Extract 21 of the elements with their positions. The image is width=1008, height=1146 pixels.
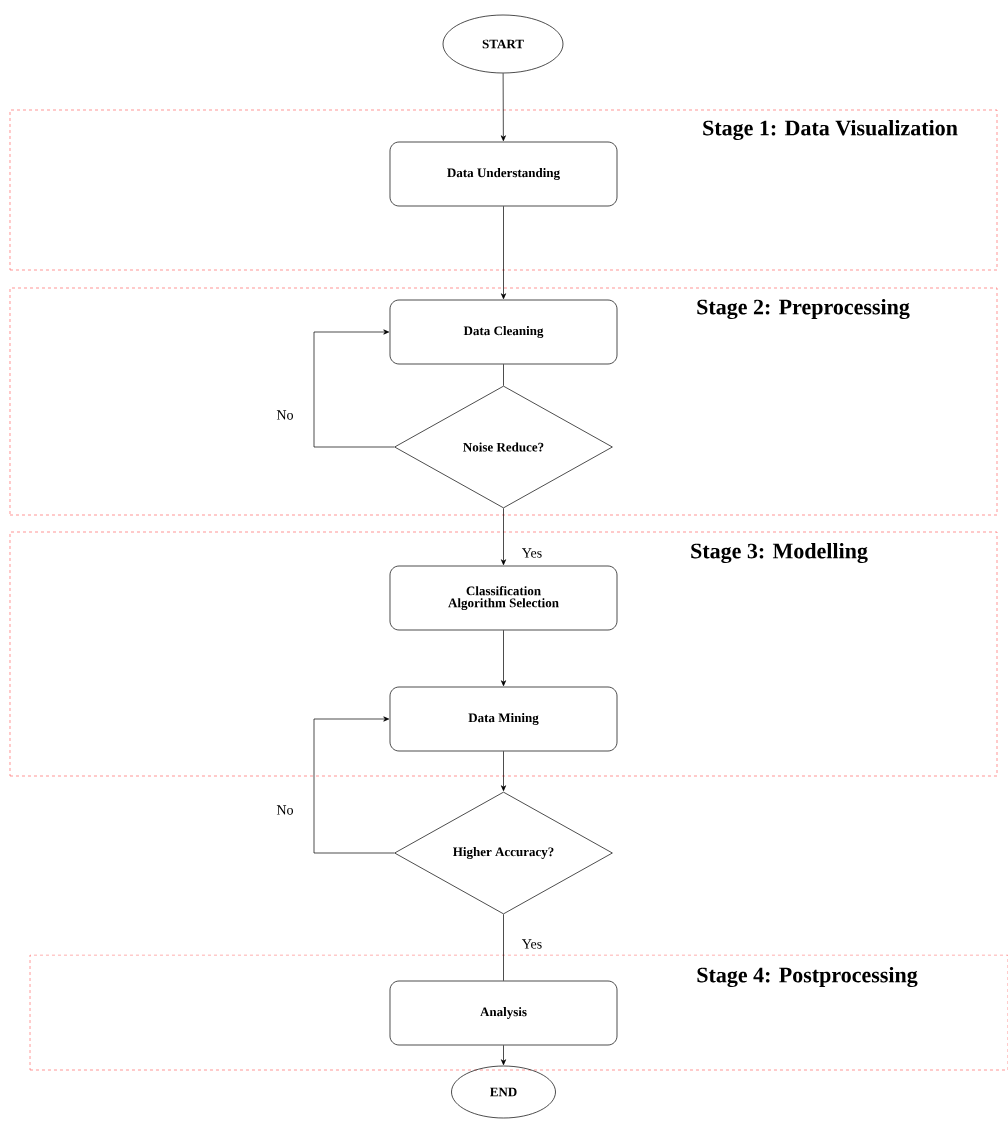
process-box: Classification Algorithm Selection <box>389 565 618 631</box>
edge-label: Yes <box>520 938 544 950</box>
stage-heading: Stage 1: Data Visualization <box>703 119 958 141</box>
arrow <box>500 630 507 687</box>
stage-heading: Stage 2: Preprocessing <box>697 298 910 320</box>
arrow <box>500 751 507 792</box>
arrow <box>500 1045 507 1066</box>
arrow <box>500 508 507 566</box>
stage-heading: Stage 3: Modelling <box>691 542 868 564</box>
process-box: Data Mining <box>389 686 618 752</box>
arrow <box>500 73 506 142</box>
arrow <box>313 329 395 448</box>
arrow <box>500 206 507 300</box>
edge-label: No <box>275 804 295 816</box>
edge-label: Yes <box>520 547 544 559</box>
arrow <box>313 716 395 854</box>
process-box: Data Understanding <box>389 141 618 207</box>
stage-heading: Stage 4: Postprocessing <box>697 966 918 988</box>
edge-label: No <box>275 409 295 421</box>
process-box: Analysis <box>389 980 618 1046</box>
process-box: Data Cleaning <box>389 299 618 365</box>
